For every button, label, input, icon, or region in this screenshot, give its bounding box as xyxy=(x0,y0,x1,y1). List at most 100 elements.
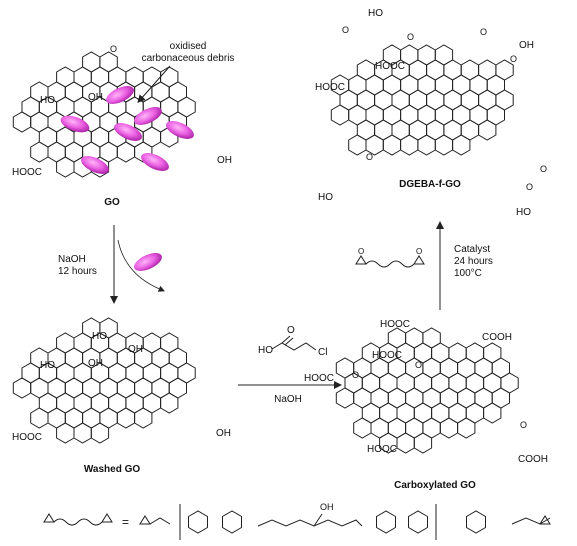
hexagon-ring xyxy=(12,377,32,399)
hexagon-ring xyxy=(400,134,419,156)
dgeba-shorthand: O O xyxy=(355,247,425,268)
dgeba-ho-right: HO xyxy=(516,207,531,218)
hexagon-ring xyxy=(396,432,415,454)
step3-time: 24 hours xyxy=(454,256,493,267)
hexagon-ring xyxy=(353,417,372,439)
debris-particle xyxy=(141,153,169,171)
carbox-hooc-4: HOOC xyxy=(367,444,397,455)
step3-temp: 100°C xyxy=(454,268,482,279)
benzene-ring xyxy=(222,510,242,534)
washed-oh-top: OH xyxy=(128,344,143,355)
carbox-hooc-3: HOOC xyxy=(304,373,334,384)
hexagon-ring xyxy=(56,422,75,444)
hexagon-ring xyxy=(417,134,436,156)
debris-pointer xyxy=(137,65,171,103)
hexagon-ring xyxy=(160,392,179,414)
hexagon-ring xyxy=(116,407,136,429)
oxidised-debris-group xyxy=(60,86,194,174)
step3-catalyst: Catalyst xyxy=(454,244,490,255)
washed-ho-top: HO xyxy=(92,331,107,342)
hexagon-ring xyxy=(434,134,454,156)
removed-debris xyxy=(134,253,162,271)
hexagon-ring xyxy=(134,407,153,429)
dgeba-o-2: O xyxy=(407,32,414,42)
go-hooc: HOOC xyxy=(12,167,42,178)
dgeba-hooc-1: HOOC xyxy=(375,61,405,72)
debris-removal-arrow xyxy=(117,239,165,292)
go-label: GO xyxy=(104,197,120,208)
go-epoxide-o: O xyxy=(110,44,117,54)
benzene-ring xyxy=(188,510,208,534)
dgeba-ho-top: HO xyxy=(368,8,383,19)
go-oh-2: OH xyxy=(217,155,232,166)
go-oh-1: OH xyxy=(88,92,103,103)
go-ho-1: HO xyxy=(40,95,55,106)
hexagon-ring xyxy=(457,417,476,439)
hexagon-ring xyxy=(452,134,471,156)
dgeba-go-sheet xyxy=(330,44,514,156)
hexagon-ring xyxy=(382,134,402,156)
carboxylated-go-label: Carboxylated GO xyxy=(394,480,476,491)
debris-particle xyxy=(81,156,109,174)
carbox-o-2: O xyxy=(415,360,422,370)
hexagon-ring xyxy=(330,104,350,126)
debris-label-line1: oxidised xyxy=(170,41,207,52)
reagent-cl: Cl xyxy=(318,347,327,358)
debris-particle xyxy=(114,123,142,141)
hexagon-ring xyxy=(12,111,32,133)
washed-substituents: HO OH HO OH OH HOOC xyxy=(12,331,231,443)
hexagon-ring xyxy=(30,141,49,163)
hexagon-ring xyxy=(116,141,136,163)
hexagon-ring xyxy=(439,417,459,439)
benzene-ring xyxy=(466,510,486,534)
dgeba-o-1: O xyxy=(342,25,349,35)
hexagon-ring xyxy=(478,119,497,141)
legend-structure: = OH xyxy=(43,502,551,540)
carbox-substituents: HOOC COOH HOOC HOOC HOOC COOH O O O xyxy=(304,319,548,465)
legend-chain xyxy=(257,513,363,527)
washed-ho-1: HO xyxy=(40,360,55,371)
chloroacetic-acid-structure: HO O Cl xyxy=(258,325,327,358)
benzene-ring xyxy=(376,510,396,534)
legend-shorthand xyxy=(43,513,113,526)
hexagon-ring xyxy=(30,407,49,429)
hexagon-ring xyxy=(348,134,367,156)
hexagon-ring xyxy=(56,156,75,178)
carboxylated-go-sheet xyxy=(335,327,519,454)
carbox-hooc-top: HOOC xyxy=(380,319,410,330)
dgeba-go-label: DGEBA-f-GO xyxy=(399,179,461,190)
washed-hooc: HOOC xyxy=(12,432,42,443)
step1-time: 12 hours xyxy=(58,266,97,277)
hexagon-ring xyxy=(134,141,153,163)
washed-go-label: Washed GO xyxy=(84,464,141,475)
reagent-bonds xyxy=(271,335,317,351)
dgeba-o-4: O xyxy=(510,54,517,64)
debris-particle xyxy=(166,121,194,139)
debris-particle xyxy=(106,86,134,104)
dgeba-oh-top: OH xyxy=(519,40,534,51)
washed-go-sheet xyxy=(12,317,196,444)
legend-bisphenol-rings xyxy=(188,510,486,534)
go-substituents: HO OH OH HOOC O xyxy=(12,44,232,178)
dgeba-hooc-2: HOOC xyxy=(315,82,345,93)
hexagon-ring xyxy=(483,402,502,424)
carbox-o-1: O xyxy=(352,370,359,380)
carbox-hooc-2: HOOC xyxy=(372,350,402,361)
legend-end-epoxide-left xyxy=(139,515,171,525)
debris-particle xyxy=(60,115,90,133)
dgeba-o-left: O xyxy=(358,247,364,256)
legend-oh: OH xyxy=(320,502,334,512)
step1-naoh: NaOH xyxy=(58,254,86,265)
reagent-ho: HO xyxy=(258,345,273,356)
dgeba-o-6: O xyxy=(540,164,547,174)
washed-oh-1: OH xyxy=(88,358,103,369)
benzene-ring xyxy=(408,510,428,534)
dgeba-o-right: O xyxy=(416,247,422,256)
step2-naoh: NaOH xyxy=(274,394,302,405)
reagent-o: O xyxy=(287,325,295,336)
debris-label-line2: carbonaceous debris xyxy=(142,53,235,64)
legend-end-epoxide-right xyxy=(511,515,551,525)
carbox-o-3: O xyxy=(520,420,527,430)
washed-oh-2: OH xyxy=(216,428,231,439)
